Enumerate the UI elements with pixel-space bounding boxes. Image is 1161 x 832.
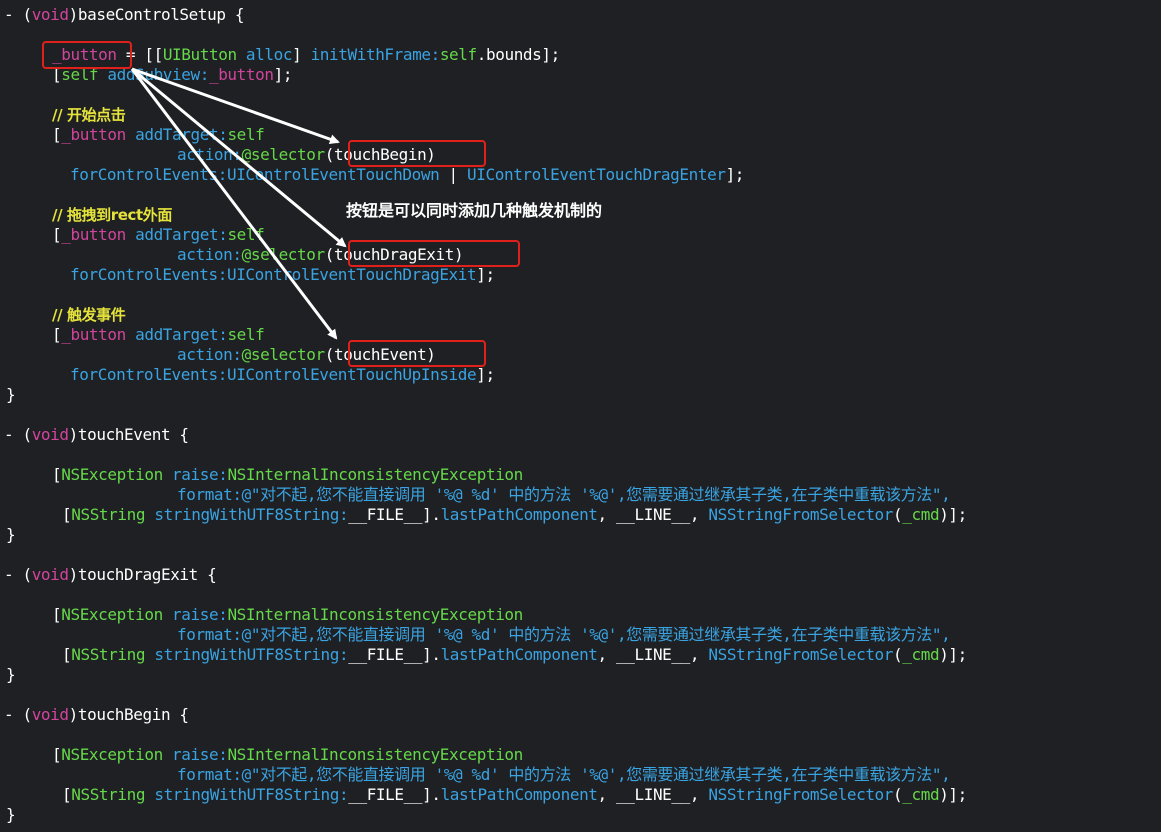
code-line: [_button addTarget:self: [52, 125, 265, 144]
code-line: - (void)touchBegin {: [4, 705, 189, 724]
code-line: [_button addTarget:self: [52, 325, 265, 344]
code-comment: // 触发事件: [52, 306, 126, 324]
code-line: _button = [[UIButton alloc] initWithFram…: [52, 45, 560, 64]
code-line: [NSString stringWithUTF8String:__FILE__]…: [62, 505, 967, 524]
code-line: [_button addTarget:self: [52, 225, 265, 244]
code-line: forControlEvents:UIControlEventTouchDown…: [70, 165, 745, 184]
code-line: forControlEvents:UIControlEventTouchDrag…: [70, 265, 495, 284]
code-line: forControlEvents:UIControlEventTouchUpIn…: [70, 365, 495, 384]
code-line: - (void)touchEvent {: [4, 425, 189, 444]
code-line: - (void)baseControlSetup {: [4, 5, 245, 24]
code-editor[interactable]: - (void)baseControlSetup { _button = [[U…: [0, 5, 1161, 832]
code-line: [NSString stringWithUTF8String:__FILE__]…: [62, 785, 967, 804]
code-line: }: [6, 385, 16, 404]
annotation-label: 按钮是可以同时添加几种触发机制的: [346, 201, 603, 220]
touch-drag-exit-highlight: [348, 240, 520, 267]
code-line: }: [6, 805, 16, 824]
code-line: [NSException raise:NSInternalInconsisten…: [52, 465, 523, 484]
code-comment: // 开始点击: [52, 106, 126, 124]
code-line: [NSException raise:NSInternalInconsisten…: [52, 745, 523, 764]
code-line: }: [6, 525, 16, 544]
code-line: }: [6, 665, 16, 684]
touch-begin-highlight: [348, 140, 486, 167]
code-line: format:@"对不起,您不能直接调用 '%@ %d' 中的方法 '%@',您…: [177, 625, 951, 644]
code-line: format:@"对不起,您不能直接调用 '%@ %d' 中的方法 '%@',您…: [177, 765, 951, 784]
code-comment: // 拖拽到rect外面: [52, 206, 173, 224]
code-line: - (void)touchDragExit {: [4, 565, 217, 584]
button-ivar-highlight: [42, 41, 132, 69]
code-line: action:@selector(touchEvent): [177, 345, 436, 364]
code-line: [NSException raise:NSInternalInconsisten…: [52, 605, 523, 624]
code-line: [NSString stringWithUTF8String:__FILE__]…: [62, 645, 967, 664]
code-line: format:@"对不起,您不能直接调用 '%@ %d' 中的方法 '%@',您…: [177, 485, 951, 504]
touch-event-highlight: [348, 340, 486, 367]
